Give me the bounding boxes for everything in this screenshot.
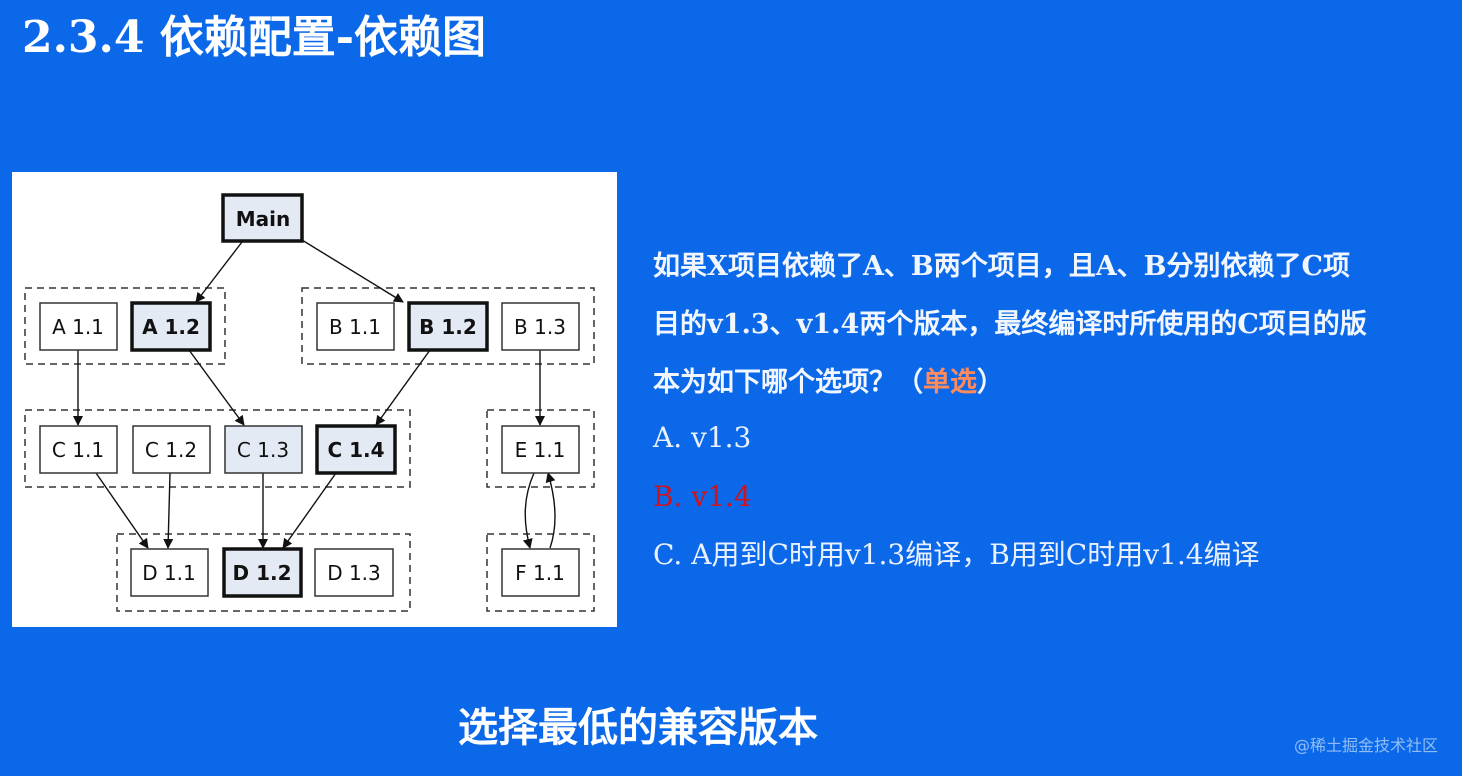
edge-a12-c13: [188, 349, 245, 426]
option-b-correct[interactable]: B. v1.4: [653, 480, 752, 513]
question-line-3-text: 本为如下哪个选项？（: [653, 367, 923, 398]
node-a11: [39, 302, 118, 351]
node-label: D 1.3: [327, 561, 381, 585]
edge-c14-d12: [282, 472, 337, 549]
node-c12: [132, 425, 211, 474]
group-f: [486, 533, 595, 612]
node-label: Main: [236, 207, 291, 231]
edge-b12-c14: [375, 349, 431, 426]
edge-main-a12: [195, 241, 243, 303]
node-c13: [224, 425, 303, 474]
group-c: [24, 409, 411, 488]
question-line-1: 如果X项目依赖了A、B两个项目，且A、B分别依赖了C项: [653, 251, 1350, 282]
node-b13: [501, 302, 580, 351]
node-label: B 1.1: [329, 315, 381, 339]
node-b12: [407, 301, 489, 352]
node-c14: [315, 424, 397, 475]
node-label: D 1.1: [142, 561, 196, 585]
edge-c11-d11: [95, 472, 149, 549]
node-d13: [314, 548, 394, 597]
node-label: C 1.3: [237, 438, 289, 462]
node-label: F 1.1: [515, 561, 565, 585]
question-type-tag: 单选: [923, 367, 977, 398]
node-d11: [130, 548, 209, 597]
conclusion-text: 选择最低的兼容版本: [458, 705, 818, 751]
node-d12: [222, 547, 303, 598]
node-f11: [501, 548, 580, 597]
node-a12: [130, 301, 212, 352]
option-c[interactable]: C. A用到C时用v1.3编译，B用到C时用v1.4编译: [653, 538, 1260, 571]
dependency-graph: Main A 1.1 A 1.2 B 1.1 B 1.2 B 1.3 C 1.1…: [24, 193, 595, 612]
question-line-3: 本为如下哪个选项？（单选）: [653, 354, 1462, 412]
node-e11: [501, 425, 580, 474]
edge-main-b12: [301, 239, 404, 303]
dependency-graph-figure: Main A 1.1 A 1.2 B 1.1 B 1.2 B 1.3 C 1.1…: [12, 172, 617, 627]
question-line-2: 目的v1.3、v1.4两个版本，最终编译时所使用的C项目的版: [653, 309, 1367, 340]
node-label: C 1.2: [145, 438, 197, 462]
node-main: [221, 193, 304, 243]
node-label: C 1.4: [327, 438, 384, 462]
question-type-tag-close: ）: [977, 367, 1004, 398]
node-label: B 1.3: [514, 315, 566, 339]
question-text: 如果X项目依赖了A、B两个项目，且A、B分别依赖了C项 目的v1.3、v1.4两…: [653, 238, 1462, 412]
slide-title: 2.3.4 依赖配置-依赖图: [22, 12, 487, 63]
edge-f11-e11: [545, 472, 556, 549]
edge-c12-d11: [163, 472, 174, 549]
node-label: A 1.1: [52, 315, 104, 339]
node-b11: [316, 302, 395, 351]
node-label: C 1.1: [52, 438, 104, 462]
option-a[interactable]: A. v1.3: [653, 421, 752, 454]
node-label: D 1.2: [233, 561, 292, 585]
node-label: E 1.1: [515, 438, 566, 462]
node-label: B 1.2: [419, 315, 477, 339]
edge-e11-f11: [522, 472, 535, 549]
watermark: @稀土掘金技术社区: [1293, 736, 1438, 755]
node-c11: [39, 425, 118, 474]
group-a: [24, 287, 226, 365]
group-b: [301, 287, 595, 365]
node-label: A 1.2: [142, 315, 200, 339]
